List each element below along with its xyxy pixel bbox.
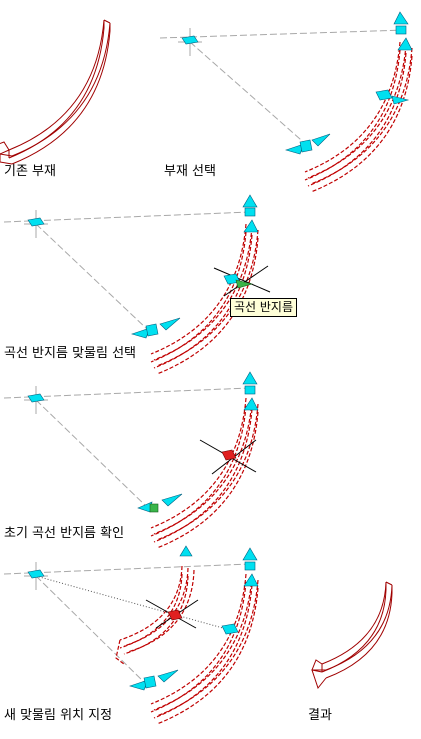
mid-grips[interactable] — [375, 89, 410, 105]
radius-grip-hot-icon[interactable] — [221, 449, 237, 461]
panel-select-curve-radius-grip — [3, 194, 271, 375]
panel-specify-new-grip-location — [3, 545, 259, 725]
end-grips-top[interactable] — [242, 194, 259, 233]
radius-grip-hot-icon[interactable] — [167, 609, 183, 621]
caption-confirm-initial-curve-radius: 초기 곡선 반지름 확인 — [4, 526, 125, 541]
panel-select-member — [159, 11, 413, 193]
radius-grip-icon[interactable] — [221, 623, 239, 635]
end-grips-bottom[interactable] — [137, 493, 183, 513]
end-grips-top[interactable] — [242, 547, 259, 587]
end-grips-bottom[interactable] — [128, 669, 179, 691]
radius-grip-active-icon[interactable] — [235, 279, 254, 289]
caption-existing-member: 기존 부재 — [4, 164, 56, 179]
preview-grips[interactable] — [179, 545, 193, 557]
center-grip-icon[interactable] — [27, 569, 45, 579]
center-grip-icon[interactable] — [27, 217, 45, 227]
end-grips-top[interactable] — [393, 11, 413, 51]
panel-confirm-initial-curve-radius — [3, 371, 259, 549]
end-grips-bottom[interactable] — [284, 133, 331, 155]
panel-existing-member — [0, 19, 111, 165]
panel-result — [311, 581, 393, 690]
end-grips-top[interactable] — [242, 371, 259, 411]
center-grip-icon[interactable] — [181, 35, 199, 45]
end-grips-bottom[interactable] — [130, 317, 181, 339]
caption-select-member: 부재 선택 — [164, 164, 216, 179]
center-grip-icon[interactable] — [27, 393, 45, 403]
caption-specify-new-grip-location: 새 맞물림 위치 지정 — [4, 708, 113, 723]
caption-result: 결과 — [308, 708, 332, 723]
curve-radius-tooltip: 곡선 반지름 — [230, 298, 298, 317]
caption-select-curve-radius-grip: 곡선 반지름 맞물림 선택 — [4, 346, 136, 361]
